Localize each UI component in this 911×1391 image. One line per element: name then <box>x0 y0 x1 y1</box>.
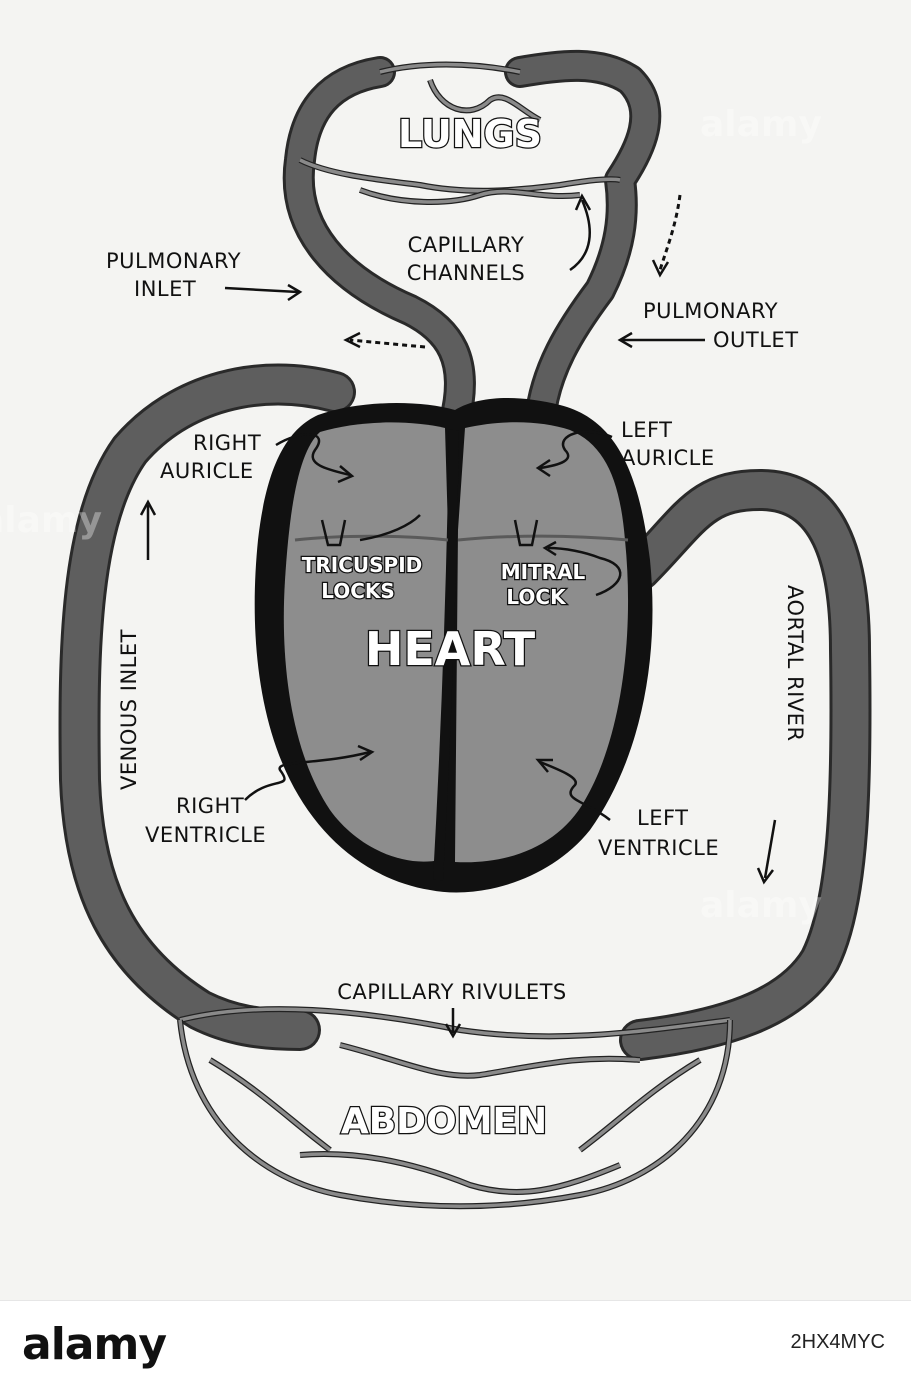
right-ventricle-label-1: RIGHT <box>176 794 244 818</box>
left-ventricle-label-2: VENTRICLE <box>598 836 719 860</box>
right-ventricle-label-2: VENTRICLE <box>145 823 266 847</box>
right-ventricle-arrow <box>244 750 371 801</box>
capillary-channels-label-2: CHANNELS <box>407 261 526 285</box>
capillary-channels-arrow <box>569 199 591 272</box>
mitral-lock-label-1: MITRAL <box>501 560 586 584</box>
watermark: alamy <box>0 500 102 541</box>
left-ventricle-arrow <box>539 760 611 821</box>
capillary-rivulets-label: CAPILLARY RIVULETS <box>337 980 567 1004</box>
left-auricle-arrow <box>539 430 613 470</box>
venous-inlet-label: VENOUS INLET <box>117 629 141 790</box>
septum <box>433 429 459 881</box>
diagram-photo: LUNGS CAPILLARY CHANNELS PULMONARY INLET… <box>0 0 911 1300</box>
left-ventricle-label-1: LEFT <box>637 806 689 830</box>
aortal-river-label: AORTAL RIVER <box>783 585 807 742</box>
lungs-flow-arrow <box>658 194 682 271</box>
tricuspid-locks-label-1: TRICUSPID <box>302 553 423 577</box>
aortal-river-arrow <box>763 819 777 879</box>
labels: LUNGS CAPILLARY CHANNELS PULMONARY INLET… <box>106 111 807 1144</box>
right-auricle-label-2: AURICLE <box>160 459 254 483</box>
pulmonary-inlet-label-2: INLET <box>134 277 196 301</box>
stock-footer: alamy 2HX4MYC <box>0 1300 911 1391</box>
pulmonary-outlet-label-1: PULMONARY <box>643 299 778 323</box>
tricuspid-valve <box>320 519 347 547</box>
left-auricle-label-1: LEFT <box>621 418 673 442</box>
circulation-diagram: LUNGS CAPILLARY CHANNELS PULMONARY INLET… <box>58 49 872 1210</box>
watermark: alamy <box>700 104 822 145</box>
pulmonary-outlet-label-2: OUTLET <box>713 328 799 352</box>
av-divider-left <box>457 534 629 542</box>
right-auricle-label-1: RIGHT <box>193 431 261 455</box>
left-heart-chamber <box>455 422 629 863</box>
abdomen-capillaries <box>177 1006 733 1210</box>
heart <box>254 398 653 893</box>
mitral-arrow <box>547 546 622 597</box>
vessel-network <box>58 49 872 1210</box>
pulmonary-inlet-arrow <box>224 286 299 294</box>
av-divider-right <box>294 534 449 542</box>
image-id: 2HX4MYC <box>790 1331 885 1353</box>
left-auricle-label-2: AURICLE <box>621 446 715 470</box>
mitral-valve <box>513 519 539 547</box>
watermark: alamy <box>700 885 822 926</box>
lungs-capillaries <box>298 61 621 205</box>
mitral-lock-label-2: LOCK <box>506 585 567 609</box>
arrows <box>139 193 777 1039</box>
tricuspid-locks-label-2: LOCKS <box>321 579 395 603</box>
lungs-label: LUNGS <box>398 112 542 156</box>
pulmonary-inlet-label-1: PULMONARY <box>106 249 241 273</box>
heart-label: HEART <box>365 622 536 676</box>
abdomen-label: ABDOMEN <box>341 1101 547 1142</box>
return-flow-arrow <box>349 338 426 349</box>
alamy-logo[interactable]: alamy <box>22 1319 167 1370</box>
capillary-channels-label-1: CAPILLARY <box>408 233 525 257</box>
right-auricle-arrow <box>275 433 351 477</box>
tricuspid-arrow <box>359 514 421 542</box>
